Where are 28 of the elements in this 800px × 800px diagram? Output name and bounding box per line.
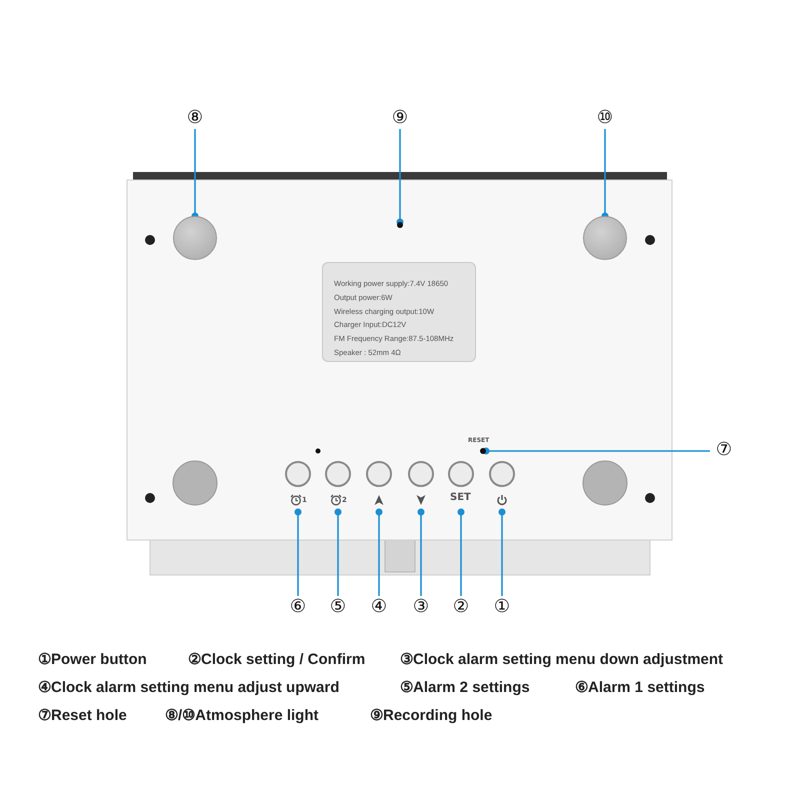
callout-number: ① <box>488 596 516 618</box>
callout-number: ⑦ <box>710 439 738 461</box>
leader-line <box>334 508 342 596</box>
legend-text: ⑧/⑩Atmosphere light <box>165 706 319 724</box>
legend-text: ②Clock setting / Confirm <box>188 650 366 668</box>
leader-line <box>482 448 710 454</box>
callout-number: ⑤ <box>324 596 352 618</box>
leader-line <box>498 508 506 596</box>
leader-line <box>418 508 424 596</box>
button-text: SET <box>450 492 471 503</box>
callout-number: ⑥ <box>284 596 312 618</box>
callout-number: ⑩ <box>591 107 619 129</box>
leader-line <box>376 508 382 596</box>
legend-text: ①Power button <box>38 650 147 668</box>
legend-text: ③Clock alarm setting menu down adjustment <box>400 650 724 668</box>
legend-text: ⑤Alarm 2 settings <box>400 678 530 696</box>
callout-number: ④ <box>365 596 393 618</box>
callout-number: ⑧ <box>181 107 209 129</box>
callout-number: ③ <box>407 596 435 618</box>
legend-text: ⑦Reset hole <box>38 706 127 724</box>
leader-line <box>294 508 302 596</box>
legend-text: ⑥Alarm 1 settings <box>575 678 705 696</box>
legend-text: ⑨Recording hole <box>370 706 492 724</box>
legend-text: ④Clock alarm setting menu adjust upward <box>38 678 340 696</box>
callout-number: ② <box>447 596 475 618</box>
callout-number: ⑨ <box>386 107 414 129</box>
leader-line <box>396 129 404 226</box>
leader-line <box>458 508 464 596</box>
